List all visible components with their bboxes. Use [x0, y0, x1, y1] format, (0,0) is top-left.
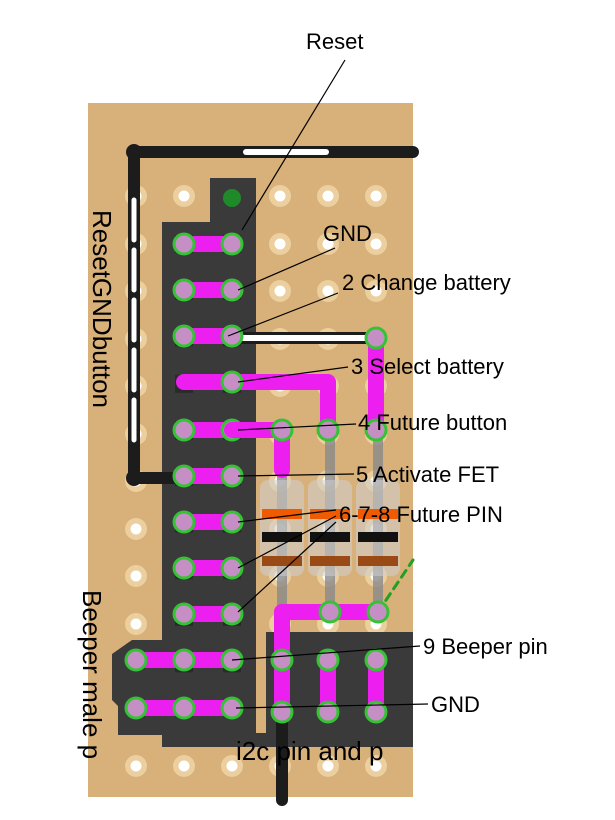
callout-gnd-bottom: GND: [431, 692, 480, 717]
callout-future-pin: 6-7-8 Future PIN: [339, 502, 503, 527]
hole: [274, 190, 286, 202]
jumper-pad: [364, 648, 388, 672]
leader-gnd-top: [237, 247, 336, 291]
jumper-pad: [172, 418, 196, 442]
jumper-pad: [220, 324, 244, 348]
jumper-pad: [172, 278, 196, 302]
jumper-pad: [364, 418, 388, 442]
i2c-pin-header: [266, 632, 413, 740]
jumper-pad: [316, 700, 340, 724]
callout-select-battery: 3 Select battery: [351, 354, 504, 379]
hole: [274, 238, 286, 250]
jumper-pad: [172, 324, 196, 348]
leader-future-pin-2: [237, 515, 337, 569]
jumper-pad: [172, 464, 196, 488]
jumper-pad: [220, 602, 244, 626]
leader-future-button: [237, 423, 357, 431]
jumper-pad: [318, 600, 342, 624]
i2c-pin-label: i2c pin and p: [236, 736, 383, 766]
jumper-pad: [316, 418, 340, 442]
hole: [226, 760, 238, 772]
hole: [322, 238, 334, 250]
resistor-band-black: [358, 532, 398, 542]
hole: [130, 523, 142, 535]
wire-end: [126, 144, 142, 160]
jumper-pad: [270, 700, 294, 724]
leader-beeper-pin: [231, 645, 421, 661]
hole: [370, 285, 382, 297]
leader-lines: [227, 59, 429, 709]
jumper-pad: [364, 326, 388, 350]
jumper-pad: [124, 696, 148, 720]
leader-select-battery: [237, 366, 349, 383]
leader-activate-fet: [237, 473, 355, 477]
resistor-band-orange: [262, 509, 302, 519]
jumper-pad: [270, 648, 294, 672]
hole: [178, 190, 190, 202]
callout-change-battery: 2 Change battery: [342, 270, 511, 295]
jumper-pad: [172, 556, 196, 580]
beeper-male-label: Beeper male p: [77, 590, 107, 759]
resistor-band-brown: [310, 556, 350, 566]
hole: [322, 190, 334, 202]
jumper-wires: [124, 232, 390, 724]
resistor-body: [356, 480, 400, 576]
top-pad: [223, 189, 241, 207]
leader-future-pin-3: [237, 521, 337, 613]
jumper-pad: [172, 510, 196, 534]
hole: [370, 190, 382, 202]
jumper-pad: [220, 556, 244, 580]
jumper-pad: [172, 648, 196, 672]
callout-gnd-top: GND: [323, 221, 372, 246]
callout-reset: Reset: [306, 29, 363, 54]
hole: [322, 285, 334, 297]
resistor-band-orange: [310, 509, 350, 519]
leader-future-pin-1: [237, 509, 337, 523]
hole: [130, 760, 142, 772]
jumper-pad: [364, 700, 388, 724]
hole: [178, 760, 190, 772]
hole: [130, 618, 142, 630]
jumper-pad: [172, 232, 196, 256]
jumper-pad: [124, 648, 148, 672]
dashed-green-wire: [376, 558, 415, 614]
hole: [130, 570, 142, 582]
leader-gnd-bottom: [235, 703, 429, 709]
jumper-pad: [172, 602, 196, 626]
hole: [370, 238, 382, 250]
jumper-pad: [220, 278, 244, 302]
resistor-band-orange: [358, 509, 398, 519]
callout-activate-fet: 5 Activate FET: [356, 462, 499, 487]
main-pin-header: [162, 178, 256, 735]
callout-future-button: 4 Future button: [358, 410, 507, 435]
jumper-pad: [172, 696, 196, 720]
resistor-band-black: [310, 532, 350, 542]
resistor-band-black: [262, 532, 302, 542]
leader-change-battery: [227, 292, 339, 337]
callout-beeper-pin: 9 Beeper pin: [423, 634, 548, 659]
leader-reset: [241, 59, 346, 231]
wire-end: [126, 470, 142, 486]
jumper-pad: [220, 232, 244, 256]
hole: [274, 285, 286, 297]
jumper-pad: [316, 648, 340, 672]
resistor-band-brown: [358, 556, 398, 566]
reset-gnd-button-label: ResetGNDbutton: [87, 210, 117, 408]
hole: [322, 760, 334, 772]
resistor-band-brown: [262, 556, 302, 566]
jumper-pad: [270, 418, 294, 442]
hole: [370, 760, 382, 772]
jumper-pad: [366, 600, 390, 624]
resistor-body: [260, 480, 304, 576]
